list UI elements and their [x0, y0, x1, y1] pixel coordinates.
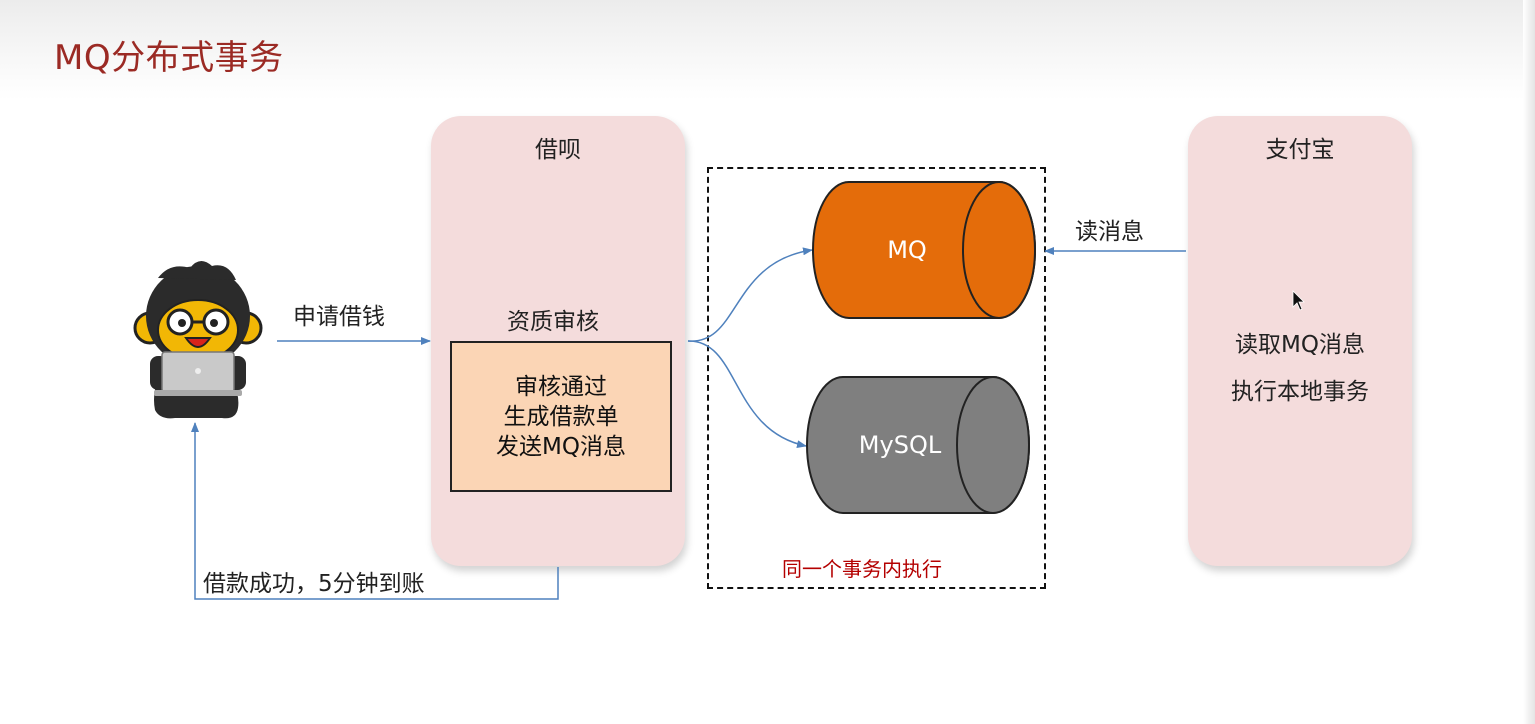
review-line-3: 发送MQ消息 — [496, 433, 626, 460]
to-mq-arrow — [687, 247, 813, 342]
review-line-2: 生成借款单 — [503, 403, 619, 430]
mysql-label: MySQL — [859, 431, 942, 459]
transaction-caption: 同一个事务内执行 — [782, 557, 942, 581]
alipay-line-1: 读取MQ消息 — [1235, 332, 1365, 358]
monkey-user-icon — [133, 260, 263, 419]
apply-loan-label: 申请借钱 — [293, 304, 385, 330]
mq-label: MQ — [887, 236, 927, 264]
loan-success-label: 借款成功，5分钟到账 — [203, 571, 425, 597]
alipay-title: 支付宝 — [1265, 137, 1335, 163]
mysql-cylinder: MySQL — [806, 376, 1030, 514]
review-box: 审核通过 生成借款单 发送MQ消息 — [450, 341, 672, 492]
slide-edge — [1523, 0, 1535, 724]
alipay-line-2: 执行本地事务 — [1231, 379, 1369, 405]
success-arrow — [191, 422, 559, 600]
header-band — [0, 0, 1535, 100]
mouse-cursor-icon — [1292, 290, 1305, 311]
alipay-panel: 支付宝 — [1188, 116, 1412, 566]
mq-cylinder: MQ — [812, 181, 1036, 319]
jiebei-title: 借呗 — [535, 137, 581, 163]
review-label: 资质审核 — [507, 309, 599, 335]
page-title: MQ分布式事务 — [54, 38, 284, 78]
read-message-label: 读消息 — [1075, 219, 1144, 245]
review-line-1: 审核通过 — [515, 373, 607, 400]
transaction-boundary — [707, 167, 1046, 589]
to-mysql-arrow — [687, 340, 807, 449]
